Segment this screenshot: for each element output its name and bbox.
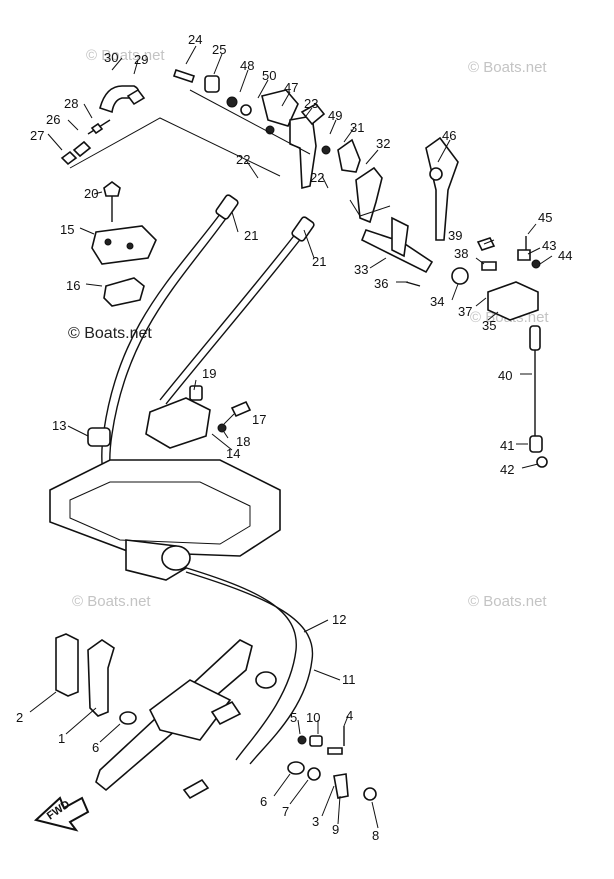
cable-bracket-assembly bbox=[91, 181, 157, 307]
callout-label: 16 bbox=[66, 278, 80, 293]
callout-label: 22 bbox=[310, 170, 324, 185]
callout-label: 43 bbox=[542, 238, 556, 253]
callout-label: 40 bbox=[498, 368, 512, 383]
callout-label: 1 bbox=[58, 731, 65, 746]
watermark: © Boats.net bbox=[468, 593, 547, 610]
callout-label: 17 bbox=[252, 412, 266, 427]
callout-label: 11 bbox=[342, 672, 356, 687]
callout-label: 37 bbox=[458, 304, 472, 319]
callout-label: 6 bbox=[260, 794, 267, 809]
callout-label: 2 bbox=[16, 710, 23, 725]
callout-label: 42 bbox=[500, 462, 514, 477]
callout-label: 6 bbox=[92, 740, 99, 755]
callout-label: 10 bbox=[306, 710, 320, 725]
callout-label: 20 bbox=[84, 186, 98, 201]
callout-label: 23 bbox=[304, 96, 318, 111]
callout-labels: 1 2 3 4 5 6 6 7 8 9 10 11 12 13 14 15 16… bbox=[16, 32, 572, 843]
callout-label: 14 bbox=[226, 446, 240, 461]
callout-label: 24 bbox=[188, 32, 202, 47]
callout-label: 30 bbox=[104, 50, 118, 65]
forward-arrow: FWD bbox=[33, 796, 90, 832]
callout-label: 32 bbox=[376, 136, 390, 151]
callout-label: 7 bbox=[282, 804, 289, 819]
callout-label: 8 bbox=[372, 828, 379, 843]
callout-label: 19 bbox=[202, 366, 216, 381]
engine-housing bbox=[49, 459, 281, 581]
callout-label: 31 bbox=[350, 120, 364, 135]
callout-label: 34 bbox=[430, 294, 444, 309]
callout-label: 28 bbox=[64, 96, 78, 111]
callout-label: 44 bbox=[558, 248, 572, 263]
callout-label: 49 bbox=[328, 108, 342, 123]
callout-label: 47 bbox=[284, 80, 298, 95]
callout-label: 26 bbox=[46, 112, 60, 127]
callout-label: 9 bbox=[332, 822, 339, 837]
callout-label: 29 bbox=[134, 52, 148, 67]
watermark: © Boats.net bbox=[68, 325, 152, 342]
control-cables bbox=[87, 194, 315, 765]
link-rod-assembly bbox=[60, 85, 281, 177]
callout-label: 45 bbox=[538, 210, 552, 225]
callout-label: 41 bbox=[500, 438, 514, 453]
callout-label: 15 bbox=[60, 222, 74, 237]
callout-label: 50 bbox=[262, 68, 276, 83]
leader-lines bbox=[29, 45, 553, 829]
mid-bracket-assembly bbox=[145, 385, 252, 449]
callout-label: 39 bbox=[448, 228, 462, 243]
watermark: © Boats.net bbox=[72, 593, 151, 610]
callout-label: 5 bbox=[290, 710, 297, 725]
callout-label: 38 bbox=[454, 246, 468, 261]
throttle-arm-assembly bbox=[172, 68, 331, 190]
callout-label: 4 bbox=[346, 708, 353, 723]
shift-lever-assembly bbox=[55, 633, 377, 801]
callout-label: 35 bbox=[482, 318, 496, 333]
callout-label: 48 bbox=[240, 58, 254, 73]
callout-label: 3 bbox=[312, 814, 319, 829]
callout-label: 25 bbox=[212, 42, 226, 57]
callout-label: 18 bbox=[236, 434, 250, 449]
callout-label: 22 bbox=[236, 152, 250, 167]
callout-label: 36 bbox=[374, 276, 388, 291]
callout-label: 27 bbox=[30, 128, 44, 143]
callout-label: 33 bbox=[354, 262, 368, 277]
callout-label: 21 bbox=[244, 228, 258, 243]
right-linkage-assembly bbox=[337, 136, 548, 468]
callout-label: 21 bbox=[312, 254, 326, 269]
watermark: © Boats.net bbox=[86, 47, 165, 64]
callout-label: 13 bbox=[52, 418, 66, 433]
callout-label: 46 bbox=[442, 128, 456, 143]
watermark: © Boats.net bbox=[468, 59, 547, 76]
callout-label: 12 bbox=[332, 612, 346, 627]
